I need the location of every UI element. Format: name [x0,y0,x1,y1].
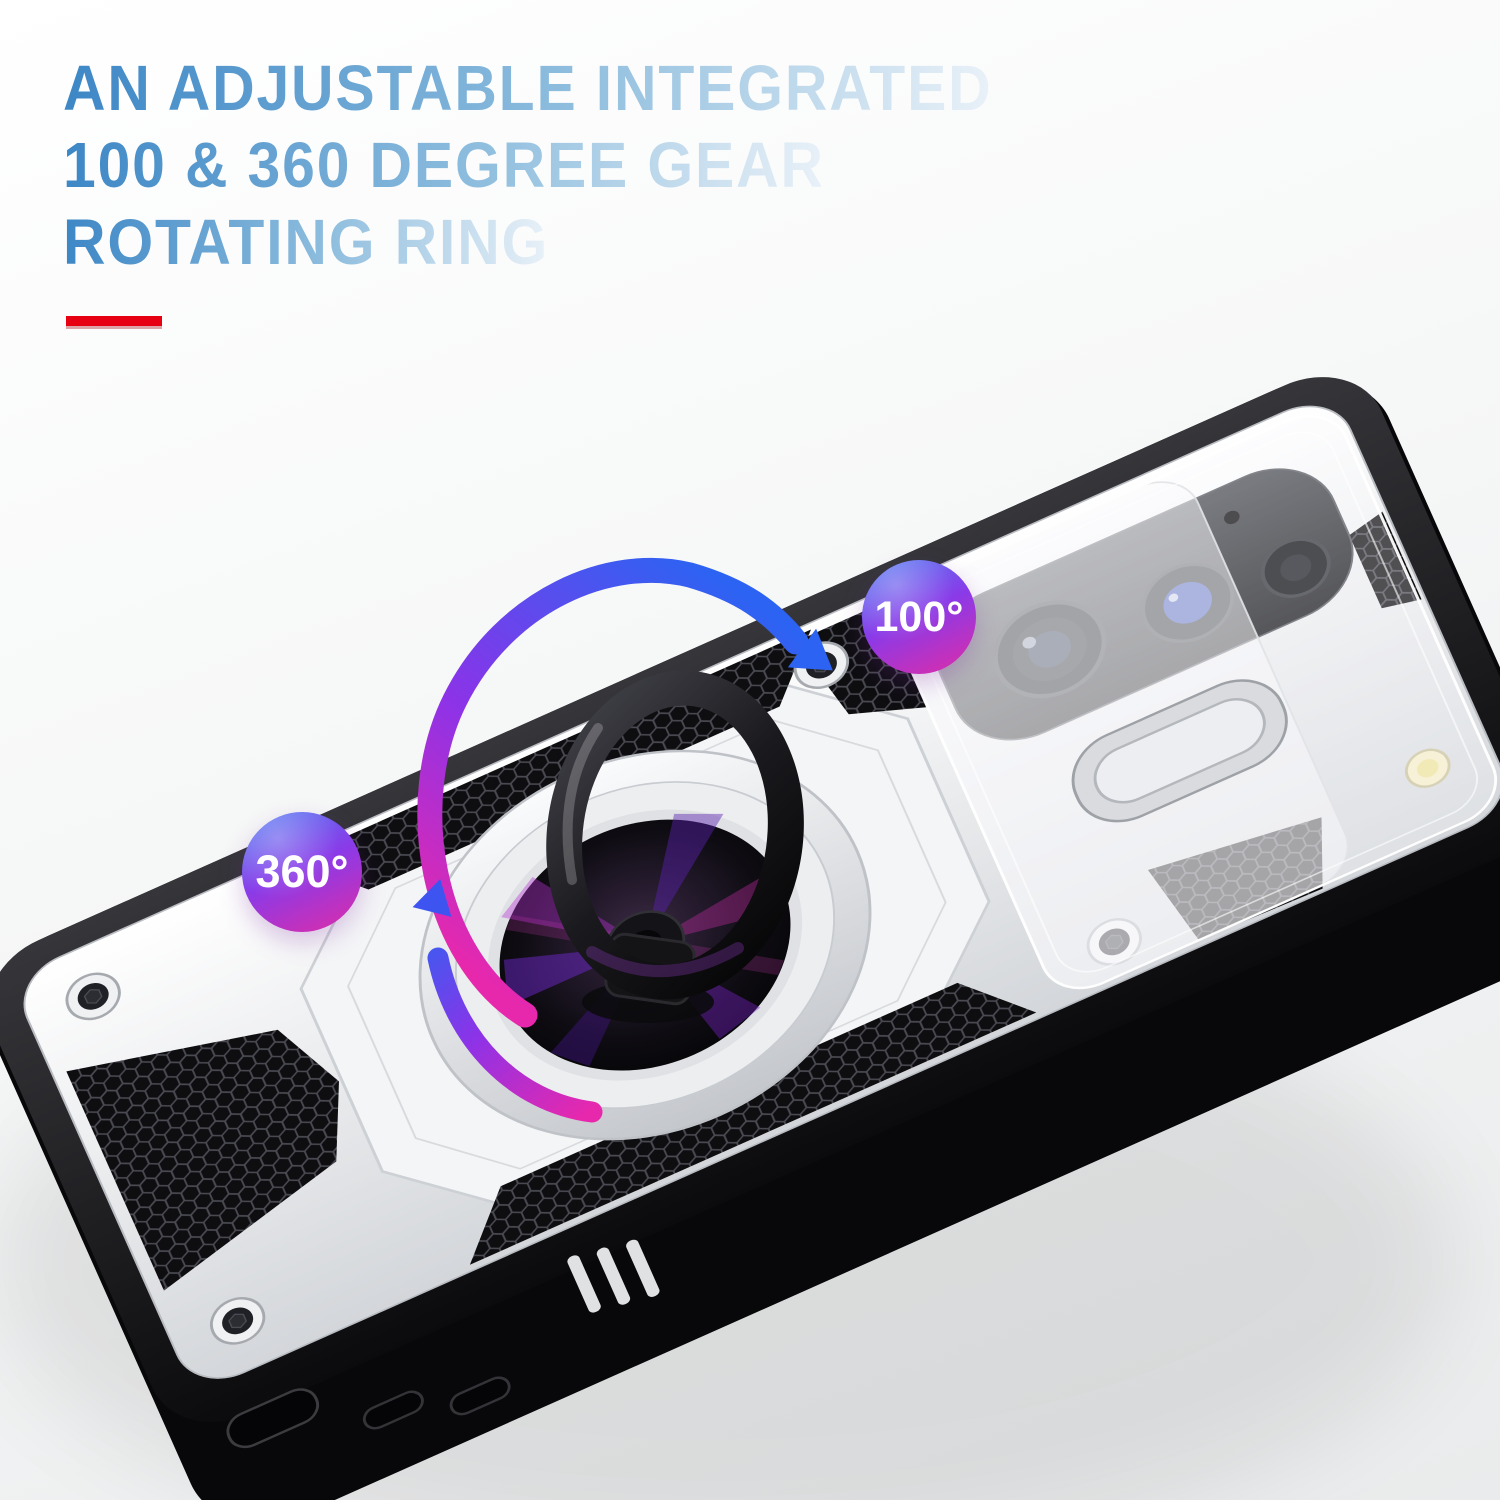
arrow-360-path [427,947,603,1123]
badge-100-label: 100° [874,592,964,641]
screw-icon [65,972,121,1021]
rotation-arrows [412,557,833,1123]
phone-case [0,377,1500,1500]
camera-lens-icon [1260,537,1331,598]
clear-cover-rim [911,431,1479,973]
arrow-100-head-icon [787,628,833,671]
case-ports [226,1239,660,1449]
kickstand-slot [1071,679,1288,823]
badge-360-label: 360° [255,846,349,897]
ring-highlight [562,723,603,885]
badge-360-degree: 360° [242,812,362,932]
headline-line-2: 100 & 360 DEGREE GEAR [63,127,825,204]
headline: AN ADJUSTABLE INTEGRATED 100 & 360 DEGRE… [63,50,1073,281]
headline-accent-dash [66,316,162,326]
usb-port [226,1388,320,1449]
ring-sheen [586,942,744,978]
screw-icon [210,1297,266,1345]
headline-line-3: ROTATING RING [63,204,549,281]
arrow-360-head-icon [412,879,452,917]
speaker-grille [362,1390,424,1430]
flash-icon [1404,748,1451,788]
side-accent-stripes [567,1239,660,1313]
armor-facet-inner [347,719,947,1170]
headline-line-1: AN ADJUSTABLE INTEGRATED [63,50,993,127]
ring-kickstand [546,670,804,1023]
speaker-grille [449,1376,511,1416]
badge-100-degree: 100° [862,560,976,674]
camera-sensor-dot [1224,510,1240,525]
